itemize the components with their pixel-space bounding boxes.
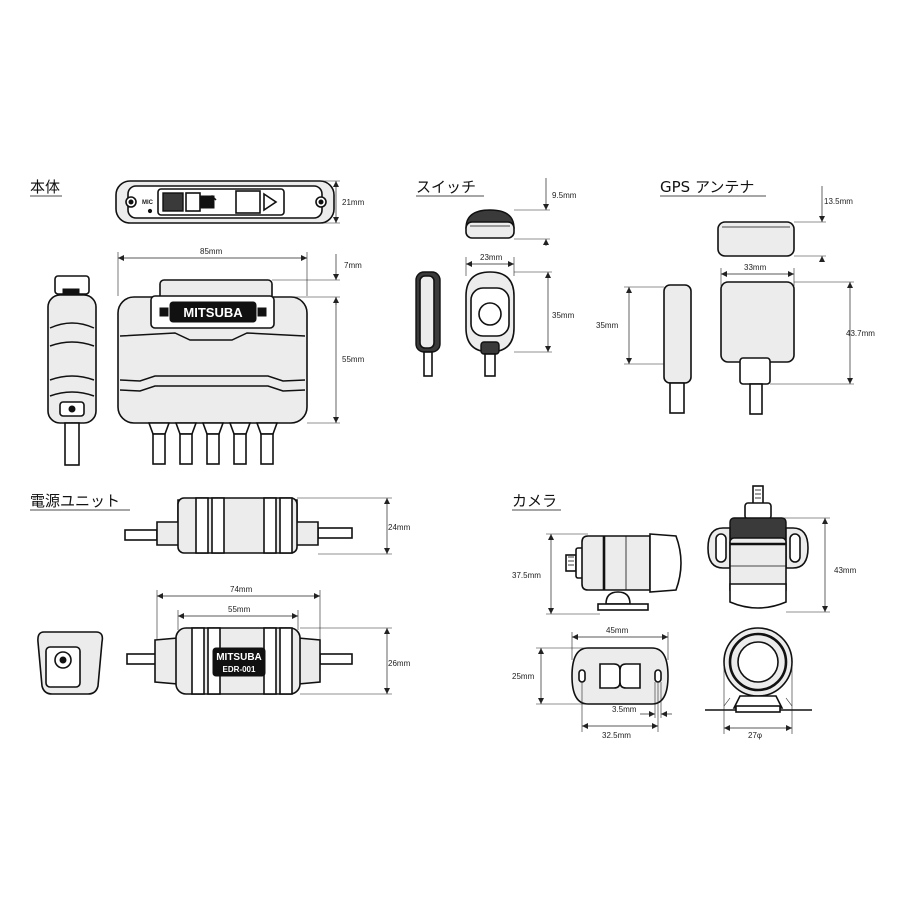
dim-gps-side-height: 35mm <box>596 286 664 365</box>
dim-label-gps-35mm: 35mm <box>596 321 619 330</box>
dim-gps-front-height: 43.7mm <box>770 281 875 385</box>
main-unit-top-view: MIC <box>115 180 335 224</box>
power-brand-logo: MITSUBA <box>216 652 262 663</box>
dim-label-74mm: 74mm <box>230 585 253 594</box>
dim-main-width: 85mm <box>117 247 308 296</box>
dim-power-body-width: 55mm <box>177 605 299 630</box>
main-unit-side-view <box>47 275 97 466</box>
dim-base-width: 45mm <box>571 626 669 660</box>
dim-camera-front-height: 43mm <box>770 517 857 613</box>
main-brand-logo: MITSUBA <box>183 305 243 320</box>
dim-switch-height: 9.5mm <box>514 178 577 246</box>
dim-label-9-5mm: 9.5mm <box>552 191 577 200</box>
camera-front-view <box>707 485 809 609</box>
dim-base-height: 25mm <box>512 647 588 705</box>
title-gps-antenna: GPS アンテナ <box>660 178 754 196</box>
title-switch: スイッチ <box>416 178 476 196</box>
dim-label-switch-35mm: 35mm <box>552 311 575 320</box>
dim-label-24mm: 24mm <box>388 523 411 532</box>
dim-label-43-7mm: 43.7mm <box>846 329 875 338</box>
dim-label-32-5mm: 32.5mm <box>602 731 631 740</box>
power-unit-top-view: MITSUBA EDR-001 <box>126 627 353 695</box>
gps-front-view <box>720 281 795 415</box>
dim-base-slot: 3.5mm <box>612 682 672 718</box>
camera-lens-front-view <box>705 627 812 713</box>
dim-gps-height: 13.5mm <box>794 186 853 262</box>
dim-camera-side-height: 37.5mm <box>512 533 600 615</box>
gps-top-view <box>717 221 795 257</box>
main-unit-front-view: MITSUBA <box>117 279 308 465</box>
camera-base-top-view <box>571 647 669 705</box>
title-main-unit: 本体 <box>30 178 60 196</box>
dim-label-45mm: 45mm <box>606 626 629 635</box>
dim-power-height: 24mm <box>297 497 411 555</box>
dim-label-27phi: 27φ <box>748 731 762 740</box>
dim-main-body-height: 55mm <box>307 297 365 424</box>
dim-label-13-5mm: 13.5mm <box>824 197 853 206</box>
dim-power-total-width: 74mm <box>156 585 321 640</box>
dim-camera-diameter: 27φ <box>723 662 793 740</box>
title-power-unit: 電源ユニット <box>30 492 120 510</box>
dim-label-25mm: 25mm <box>512 672 535 681</box>
dim-power-front-height: 26mm <box>300 627 411 695</box>
dim-label-21mm: 21mm <box>342 198 365 207</box>
power-unit-end-view <box>37 631 104 695</box>
dim-label-85mm: 85mm <box>200 247 223 256</box>
power-unit-side-view <box>124 497 353 554</box>
dim-label-33mm: 33mm <box>744 263 767 272</box>
camera-side-view <box>565 533 682 611</box>
switch-side-view <box>415 271 441 377</box>
dim-base-hole-pitch: 32.5mm <box>581 682 659 740</box>
dim-switch-front-height: 35mm <box>514 271 575 353</box>
gps-side-view <box>663 284 692 414</box>
dim-label-3-5mm: 3.5mm <box>612 705 637 714</box>
dim-label-43mm: 43mm <box>834 566 857 575</box>
dim-main-tab-height: 7mm <box>272 254 362 305</box>
dim-gps-width: 33mm <box>720 263 795 286</box>
dim-main-top-height: 21mm <box>310 180 365 224</box>
switch-top-view <box>465 209 515 239</box>
dim-label-55mm: 55mm <box>342 355 365 364</box>
dim-label-7mm: 7mm <box>344 261 362 270</box>
mic-label: MIC <box>142 200 154 206</box>
switch-front-view <box>465 271 515 377</box>
title-camera: カメラ <box>512 492 557 510</box>
dim-label-37-5mm: 37.5mm <box>512 571 541 580</box>
dim-label-26mm: 26mm <box>388 659 411 668</box>
dim-label-55mm-power: 55mm <box>228 605 251 614</box>
dim-label-23mm: 23mm <box>480 253 503 262</box>
dim-switch-width: 23mm <box>465 253 515 276</box>
power-model-label: EDR-001 <box>223 665 256 674</box>
